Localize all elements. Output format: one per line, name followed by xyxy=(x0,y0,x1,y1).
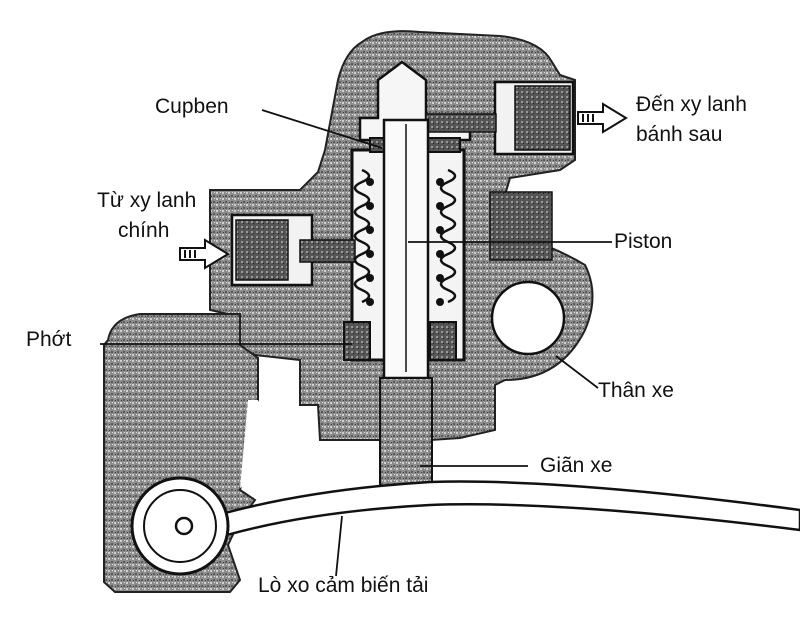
label-cupben: Cupben xyxy=(155,95,229,118)
inlet-port-hatch xyxy=(235,219,289,281)
leader-cupben xyxy=(261,109,383,149)
inlet-arrow-icon xyxy=(179,238,230,270)
pivot-pin xyxy=(174,516,194,536)
label-spring: Lò xo cảm biến tải xyxy=(258,574,429,597)
label-outlet-line1: Đến xy lanh xyxy=(636,93,747,116)
label-axle: Giãn xe xyxy=(540,454,613,477)
piston-block xyxy=(489,191,553,261)
load-sensing-spring xyxy=(198,480,800,542)
leader-body xyxy=(555,355,599,389)
seal-left xyxy=(343,321,371,361)
leader-lines xyxy=(100,109,612,577)
mounting-hole xyxy=(490,280,566,356)
leader-spring xyxy=(335,515,343,577)
label-body: Thân xe xyxy=(598,379,674,402)
seal-right xyxy=(429,321,457,361)
label-inlet-line1: Từ xy lanh xyxy=(97,189,197,212)
coil-spring xyxy=(353,168,457,304)
spring-dots xyxy=(366,178,444,306)
label-outlet-line2: bánh sau xyxy=(636,123,723,146)
label-seal: Phớt xyxy=(26,328,72,351)
outlet-port-hatch xyxy=(514,85,571,151)
label-inlet-line2: chính xyxy=(118,219,170,242)
bracket-cutout xyxy=(240,400,258,488)
label-piston: Piston xyxy=(614,230,673,253)
outlet-arrow-icon xyxy=(577,102,628,134)
rod-extension xyxy=(379,377,433,487)
pivot-eye-inner xyxy=(143,489,217,563)
